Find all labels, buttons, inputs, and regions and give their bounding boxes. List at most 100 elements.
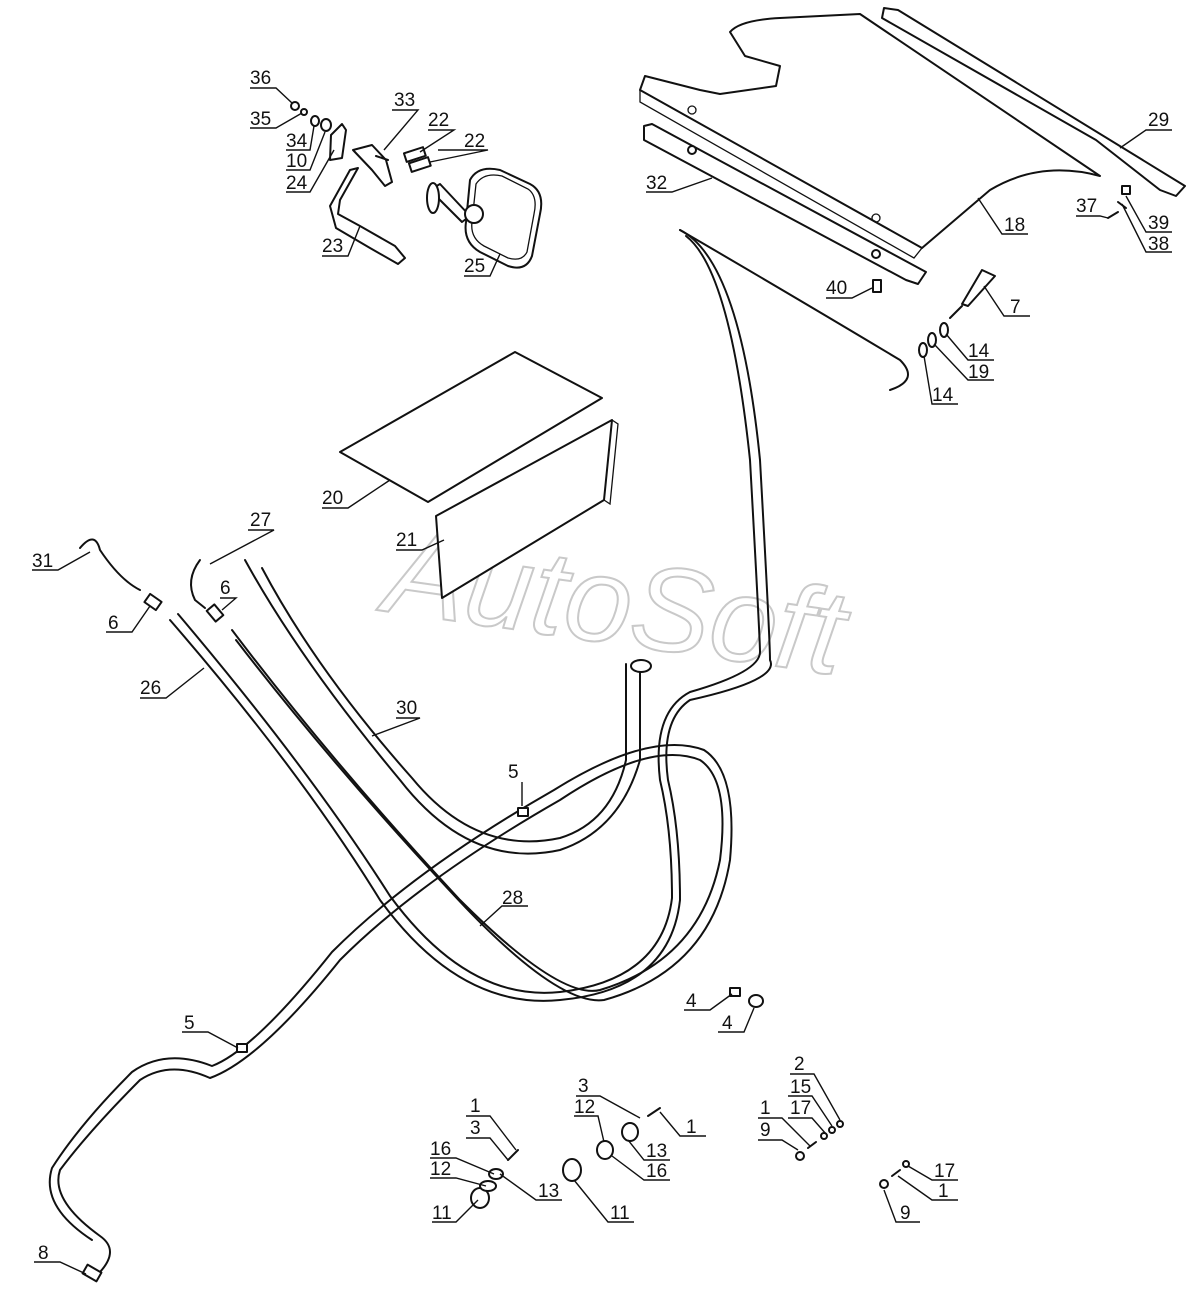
part-12-washer-b [596,1140,614,1160]
part-33-bolt [375,155,389,161]
part-30-hose [244,559,641,855]
callout-17-a: 17 [790,1098,811,1119]
callout-13-b: 13 [646,1141,667,1162]
callout-7: 7 [1010,297,1021,318]
part-28-hose [169,229,772,1002]
part-34-washer [310,115,320,127]
callout-20: 20 [322,488,343,509]
callout-11-b: 11 [610,1203,630,1224]
part-37-bolt [1107,211,1119,219]
callout-27: 27 [250,510,271,531]
callout-40: 40 [826,278,847,299]
callout-37: 37 [1076,196,1097,217]
part-11-grommet-b [562,1158,582,1182]
part-32-rail [643,123,927,285]
callout-14-a: 14 [968,341,990,362]
part-16-washer-b [621,1122,639,1142]
part-16-washer-a [488,1168,504,1180]
callout-24: 24 [286,173,308,194]
callout-30: 30 [396,698,417,719]
callout-3-b: 3 [578,1076,589,1097]
part-20-cover [339,351,603,503]
part-1-bolt-d [891,1169,901,1177]
part-5-clip-b [236,1043,248,1053]
callout-8: 8 [38,1243,49,1264]
callout-4-a: 4 [686,991,697,1012]
callout-1-d: 1 [938,1181,949,1202]
callout-19: 19 [968,362,989,383]
callout-5-b: 5 [184,1013,195,1034]
part-24-plate [329,123,347,161]
part-6-connector-b [205,603,225,623]
part-25-mirror [464,167,543,269]
part-25-mount [426,182,440,214]
callout-22-b: 22 [464,131,485,152]
part-22-sleeve-b [407,156,432,173]
callout-12-b: 12 [574,1097,595,1118]
callout-28: 28 [502,888,523,909]
part-9-cap-b [879,1179,889,1189]
callout-13-a: 13 [538,1181,559,1202]
part-29-strip [881,7,1186,197]
callout-16-b: 16 [646,1161,667,1182]
hose-routing [48,229,909,1283]
box-assembly [339,351,619,599]
part-39-clip [1121,185,1131,195]
fastener-sets [470,1107,910,1209]
part-28-hose-branch [679,229,909,391]
callout-9-b: 9 [900,1203,911,1224]
part-6-connector-a [143,592,163,612]
callout-6-b: 6 [108,613,119,634]
callout-2: 2 [794,1054,805,1075]
callout-36: 36 [250,68,271,89]
callout-26: 26 [140,678,161,699]
part-26-hose [57,629,724,1273]
part-35-washer [300,108,308,116]
callout-10: 10 [286,151,307,172]
callout-38: 38 [1148,234,1169,255]
part-4-plug [729,987,741,997]
callout-34: 34 [286,131,308,152]
callout-31: 31 [32,551,53,572]
leader-lines [32,87,1172,1275]
part-4-cap [748,994,764,1008]
callout-1-b: 1 [686,1117,697,1138]
callout-6-a: 6 [220,578,231,599]
callout-32: 32 [646,173,667,194]
part-40-screw [872,279,882,293]
part-12-washer-a [479,1180,497,1192]
callout-39: 39 [1148,213,1169,234]
callout-35: 35 [250,109,271,130]
part-5-clip-a [517,807,529,817]
callout-17-b: 17 [934,1161,955,1182]
part-8-valve [81,1263,103,1283]
part-23-bracket-top [352,144,393,187]
roof-panel-assembly [639,7,1186,358]
callout-labels: 36 35 34 10 24 33 22 22 23 25 29 32 18 3… [32,68,1169,1264]
part-9-cap-a [795,1151,805,1161]
part-10-washer [320,118,332,132]
callout-9-a: 9 [760,1120,771,1141]
part-7-nozzle [961,269,996,307]
callout-29: 29 [1148,110,1169,131]
callout-21: 21 [396,530,417,551]
part-14-nut-b [918,342,928,358]
part-1-bolt-a [507,1149,519,1161]
part-23-bracket [329,167,406,265]
part-31-hose [79,538,141,591]
callout-1-c: 1 [760,1098,771,1119]
callout-11-a: 11 [432,1203,452,1224]
part-19-washer [927,332,937,348]
callout-1-a: 1 [470,1096,481,1117]
part-22-sleeve-a [402,146,427,163]
part-27-hose [190,559,206,609]
part-14-nut [939,322,949,338]
callout-5-a: 5 [508,762,519,783]
callout-18: 18 [1004,215,1025,236]
callout-12-a: 12 [430,1159,451,1180]
callout-3-a: 3 [470,1118,481,1139]
part-36-nut [290,101,300,111]
part-1-bolt-b [647,1107,661,1117]
